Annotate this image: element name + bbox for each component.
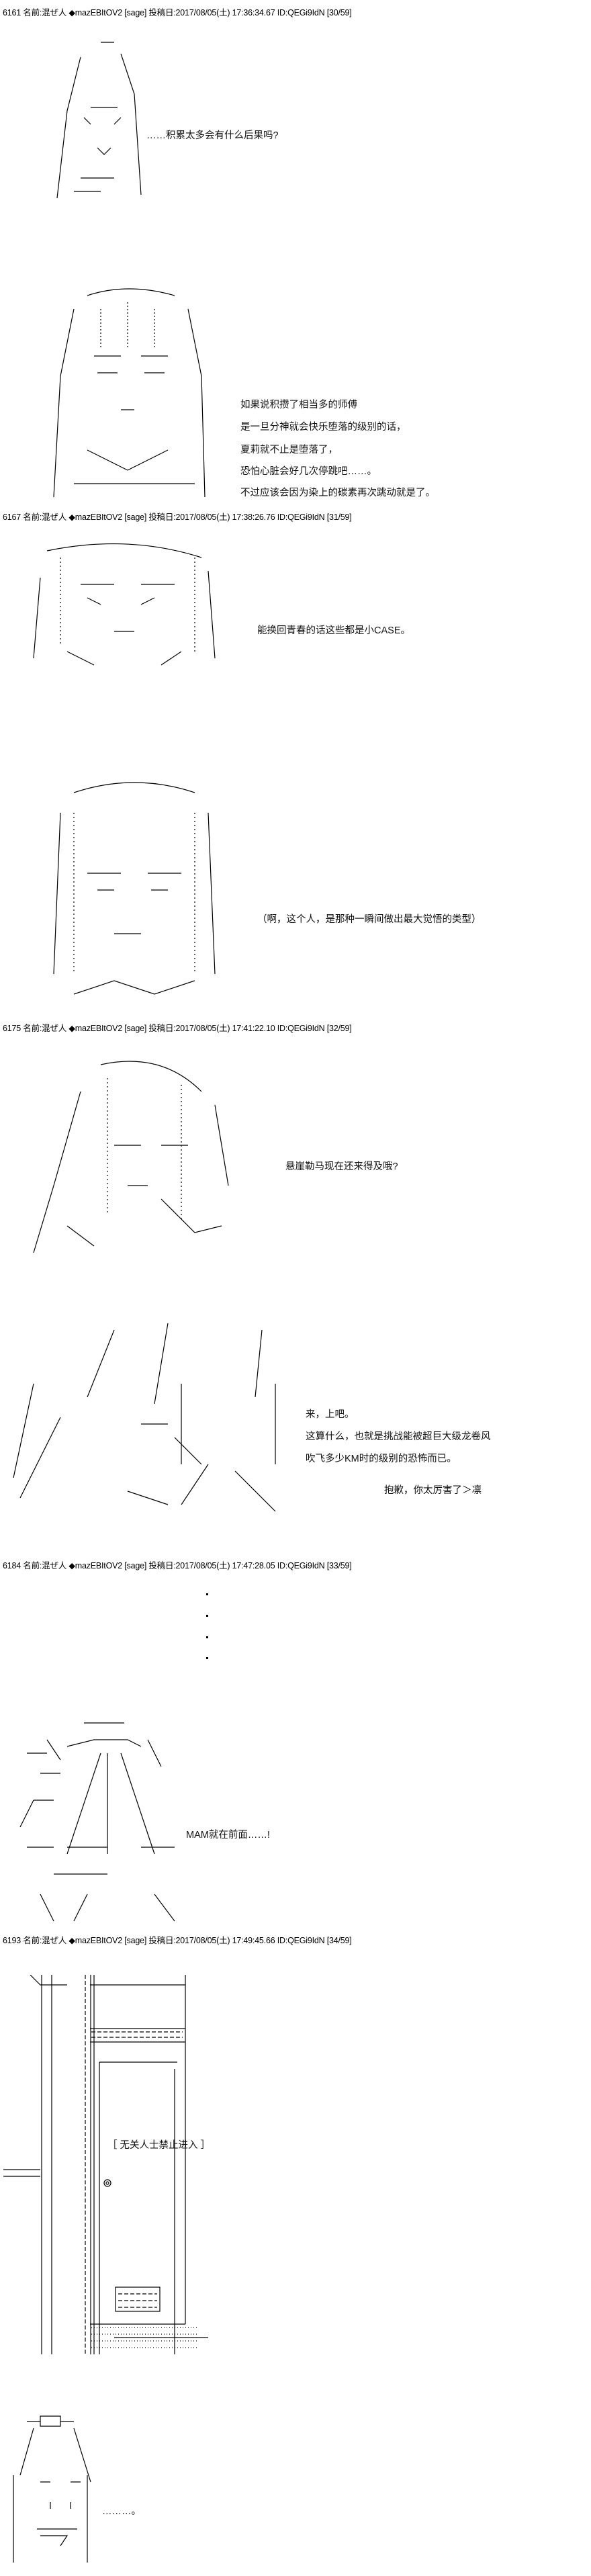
post-header: 6167 名前:混ぜ人 ◆mazEBItOV2 [sage] 投稿日:2017/… bbox=[3, 513, 352, 522]
post-header: 6175 名前:混ぜ人 ◆mazEBItOV2 [sage] 投稿日:2017/… bbox=[3, 1024, 352, 1033]
dialogue-line: 夏莉就不止是堕落了， bbox=[240, 445, 338, 455]
dialogue-line: 抱歉，你太厉害了＞凛 bbox=[384, 1485, 482, 1496]
ellipsis-dot bbox=[206, 1593, 208, 1595]
character-ascii-art bbox=[27, 537, 228, 672]
door-ascii-art bbox=[0, 1975, 215, 2354]
character-ascii-art bbox=[7, 1720, 188, 1924]
dialogue-line: MAM就在前面……! bbox=[186, 1830, 270, 1840]
character-ascii-art bbox=[10, 2415, 97, 2569]
dialogue-line: 悬崖勒马现在还来得及哦? bbox=[285, 1161, 398, 1172]
post-header: 6193 名前:混ぜ人 ◆mazEBItOV2 [sage] 投稿日:2017/… bbox=[3, 1936, 352, 1945]
dialogue-line: ……积累太多会有什么后果吗? bbox=[146, 130, 279, 141]
dialogue-line: 恐怕心脏会好几次停跳吧……。 bbox=[240, 466, 377, 477]
dialogue-line: 不过应该会因为染上的碳素再次跳动就是了。 bbox=[240, 488, 435, 498]
dialogue-line: 来，上吧。 bbox=[306, 1409, 355, 1420]
dialogue-line: （啊，这个人，是那种一瞬间做出最大觉悟的类型） bbox=[257, 914, 482, 925]
character-ascii-art bbox=[27, 1051, 242, 1259]
sign-text: ［ 无关人士禁止进入 ］ bbox=[107, 2140, 211, 2151]
character-ascii-art bbox=[7, 1317, 302, 1545]
character-ascii-art bbox=[34, 282, 222, 507]
dialogue-line: 是一旦分神就会快乐堕落的级别的话， bbox=[240, 422, 406, 433]
ellipsis-dot bbox=[206, 1636, 208, 1638]
dialogue-line: 吹飞多少KM时的级别的恐怖而已。 bbox=[306, 1454, 457, 1464]
dialogue-line: 如果说积攒了相当多的师傅 bbox=[240, 400, 357, 410]
post-header: 6161 名前:混ぜ人 ◆mazEBItOV2 [sage] 投稿日:2017/… bbox=[3, 8, 352, 17]
dialogue-line: 这算什么，也就是挑战能被超巨大级龙卷风 bbox=[306, 1431, 491, 1442]
ellipsis-dot bbox=[206, 1615, 208, 1617]
dialogue-line: ………。 bbox=[102, 2506, 141, 2517]
ellipsis-dot bbox=[206, 1657, 208, 1659]
dialogue-line: 能换回青春的话这些都是小CASE。 bbox=[257, 625, 410, 636]
character-ascii-art bbox=[54, 37, 148, 205]
post-header: 6184 名前:混ぜ人 ◆mazEBItOV2 [sage] 投稿日:2017/… bbox=[3, 1561, 352, 1570]
character-ascii-art bbox=[34, 772, 235, 1014]
